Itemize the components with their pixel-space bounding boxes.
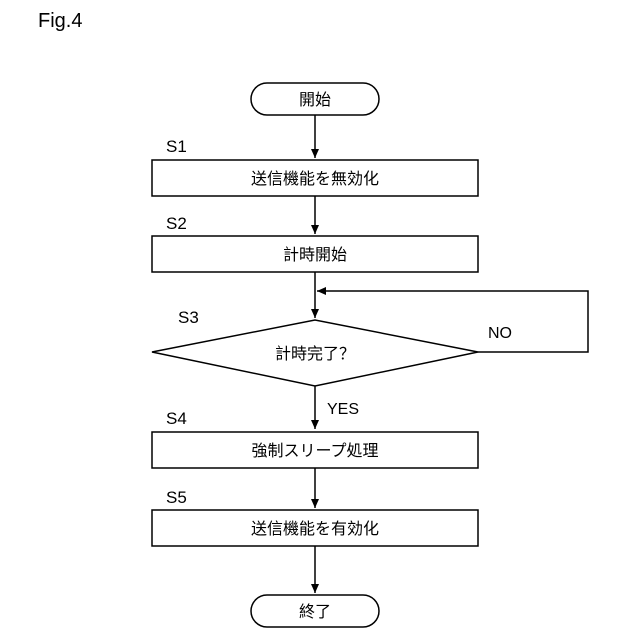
process-label-s4: 強制スリープ処理	[251, 441, 378, 460]
step-id-s2: S2	[166, 214, 187, 233]
process-label-s2: 計時開始	[283, 245, 347, 264]
branch-label-no: NO	[488, 325, 512, 342]
decision-label-s3: 計時完了？	[275, 344, 355, 363]
step-id-s3: S3	[178, 308, 199, 327]
step-id-s5: S5	[166, 488, 187, 507]
process-label-s5: 送信機能を有効化	[251, 519, 379, 538]
start-label: 開始	[299, 90, 331, 109]
process-label-s1: 送信機能を無効化	[251, 169, 379, 188]
step-id-s1: S1	[166, 137, 187, 156]
branch-label-yes: YES	[327, 401, 359, 418]
step-id-s4: S4	[166, 409, 187, 428]
end-label: 終了	[299, 602, 331, 621]
